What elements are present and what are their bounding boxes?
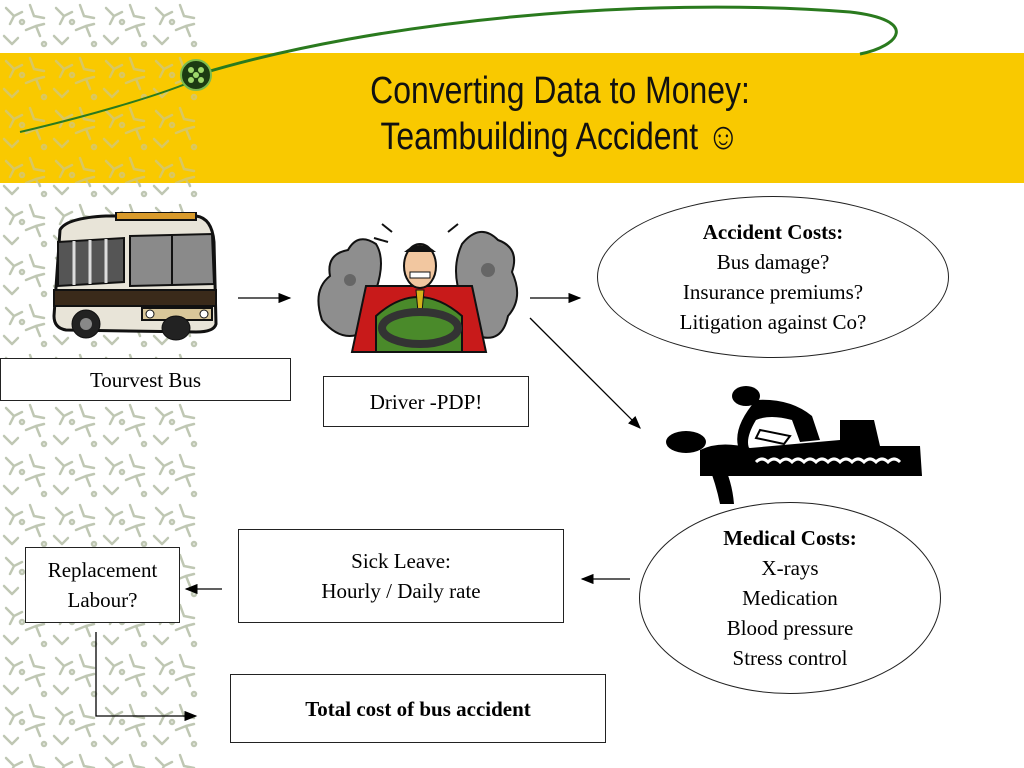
decorative-swoosh xyxy=(199,5,898,76)
accident-cost-item: Bus damage? xyxy=(716,250,830,274)
sick-leave-line-1: Sick Leave: xyxy=(351,549,451,573)
accident-costs-ellipse: Accident Costs: Bus damage? Insurance pr… xyxy=(597,196,949,358)
tourvest-bus-box: Tourvest Bus xyxy=(0,358,291,401)
medical-costs-ellipse: Medical Costs: X-rays Medication Blood p… xyxy=(639,502,941,694)
sick-leave-line-2: Hourly / Daily rate xyxy=(321,579,481,603)
replacement-line-1: Replacement xyxy=(47,558,158,582)
arrow-replacement-to-total xyxy=(95,632,198,722)
medical-cost-item: X-rays xyxy=(761,556,819,580)
title-line-1: Converting Data to Money: xyxy=(370,70,750,112)
page-title: Converting Data to Money: Teambuilding A… xyxy=(300,68,821,160)
accident-cost-item: Insurance premiums? xyxy=(682,280,864,304)
medical-costs-heading: Medical Costs: xyxy=(723,526,857,550)
medical-cost-item: Blood pressure xyxy=(726,616,854,640)
title-line-2: Teambuilding Accident ☺ xyxy=(380,116,740,158)
accident-costs-heading: Accident Costs: xyxy=(702,220,844,244)
accident-cost-item: Litigation against Co? xyxy=(679,310,867,334)
medical-treatment-icon xyxy=(666,386,922,504)
tourvest-bus-label: Tourvest Bus xyxy=(89,367,202,392)
driver-box: Driver -PDP! xyxy=(323,376,529,427)
title-banner xyxy=(0,53,1024,183)
arrow-driver-to-medical xyxy=(529,317,641,429)
medical-cost-item: Medication xyxy=(742,586,838,610)
sick-leave-box: Sick Leave: Hourly / Daily rate xyxy=(238,529,564,623)
replacement-labour-box: Replacement Labour? xyxy=(25,547,180,623)
driver-icon xyxy=(317,223,519,353)
total-cost-box: Total cost of bus accident xyxy=(230,674,606,743)
medical-cost-item: Stress control xyxy=(732,646,848,670)
replacement-line-2: Labour? xyxy=(67,588,138,612)
bus-icon xyxy=(52,212,218,341)
banner-pattern xyxy=(0,53,200,183)
driver-label: Driver -PDP! xyxy=(369,389,483,414)
total-cost-label: Total cost of bus accident xyxy=(305,696,531,721)
